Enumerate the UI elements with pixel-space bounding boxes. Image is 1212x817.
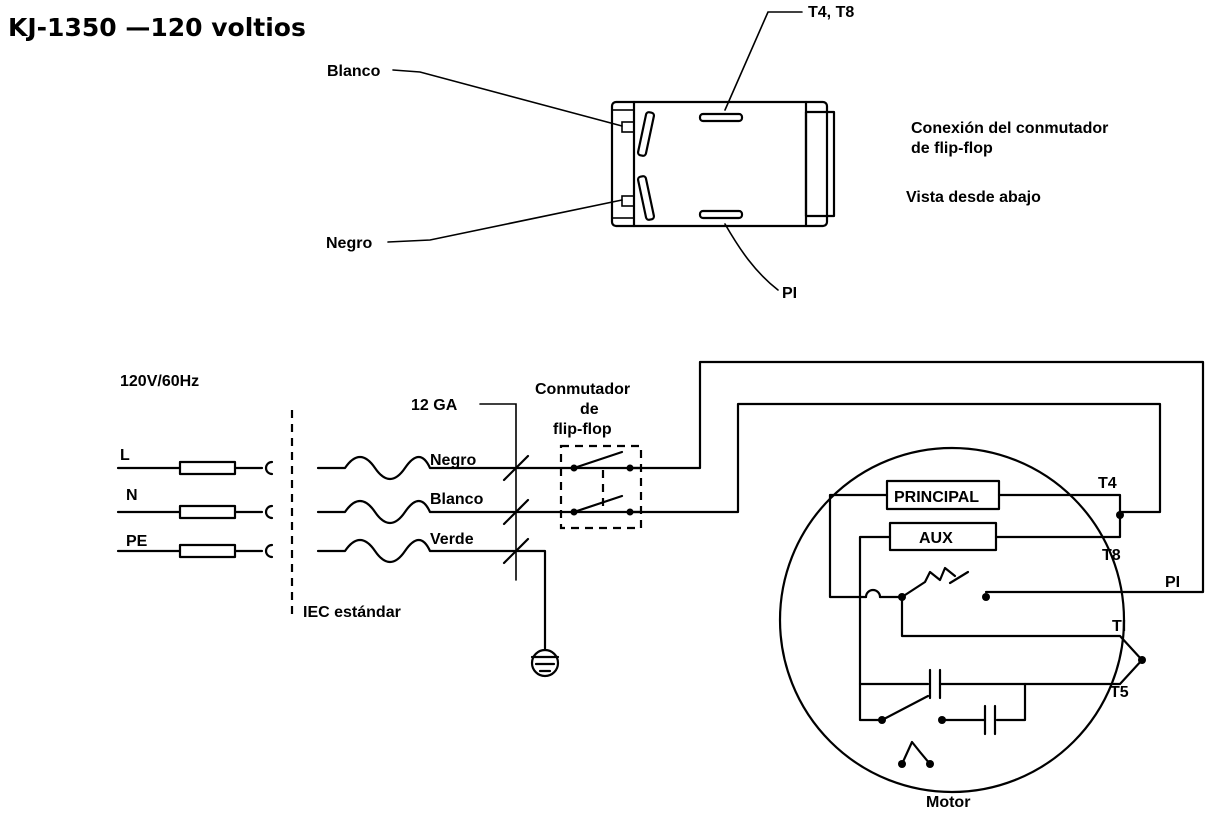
fuse-pe <box>178 543 237 559</box>
fuse-n <box>178 504 237 520</box>
plug-contact-l <box>264 460 274 476</box>
wire-blanco-label: Blanco <box>430 491 484 508</box>
wire-verde-label: Verde <box>430 531 474 548</box>
plug-contact-pe <box>264 543 274 559</box>
terminal-t4-label: T4 <box>1098 475 1117 492</box>
switch-bottom-view: Blanco Negro T4, T8 PI Conexión del conm… <box>326 4 1108 302</box>
motor-label: Motor <box>926 794 970 811</box>
terminal-t4-t8 <box>698 112 744 123</box>
cable-l <box>316 455 642 481</box>
wire-to-pi <box>628 360 1205 594</box>
wire-negro-label: Negro <box>430 452 476 469</box>
schematic: 120V/60Hz L N PE IEC estándar Negro <box>116 360 1205 811</box>
terminal-negro <box>636 175 656 221</box>
terminal-pi-label: PI <box>1165 574 1180 591</box>
diagram-title: KJ-1350 —120 voltios <box>8 13 306 42</box>
label-t4-t8: T4, T8 <box>808 4 854 21</box>
thermal-protector <box>900 740 932 766</box>
label-pi-top: PI <box>782 285 797 302</box>
fuse-l <box>178 460 237 476</box>
winding-principal-label: PRINCIPAL <box>894 489 979 506</box>
switch-label-1: Conmutador <box>535 381 630 398</box>
winding-aux-label: AUX <box>919 530 953 547</box>
cable-pe <box>316 538 547 652</box>
terminal-t8-label: T8 <box>1102 547 1121 564</box>
line-n-label: N <box>126 487 138 504</box>
caption-view: Vista desde abajo <box>906 189 1041 206</box>
motor-housing <box>778 446 1126 794</box>
supply-label: 120V/60Hz <box>120 373 199 390</box>
iec-label: IEC estándar <box>303 604 401 621</box>
cable-n <box>316 499 642 525</box>
caption-connection-1: Conexión del conmutador <box>911 120 1108 137</box>
switch-label-3: flip-flop <box>553 421 612 438</box>
terminal-pi <box>698 209 744 220</box>
switch-end-cap <box>804 110 836 218</box>
plug-contact-n <box>264 504 274 520</box>
caption-connection-2: de flip-flop <box>911 140 993 157</box>
label-negro: Negro <box>326 235 372 252</box>
label-blanco: Blanco <box>327 63 381 80</box>
line-pe-label: PE <box>126 533 148 550</box>
line-l-label: L <box>120 447 130 464</box>
flip-flop-switch <box>559 444 643 530</box>
switch-label-2: de <box>580 401 599 418</box>
terminal-t5-label: T5 <box>1110 684 1129 701</box>
terminal-t1-label: TI <box>1112 618 1126 635</box>
terminal-blanco <box>636 111 656 157</box>
wire-to-t4 <box>628 402 1162 514</box>
gauge-label: 12 GA <box>411 397 458 414</box>
ground-icon <box>530 648 560 678</box>
